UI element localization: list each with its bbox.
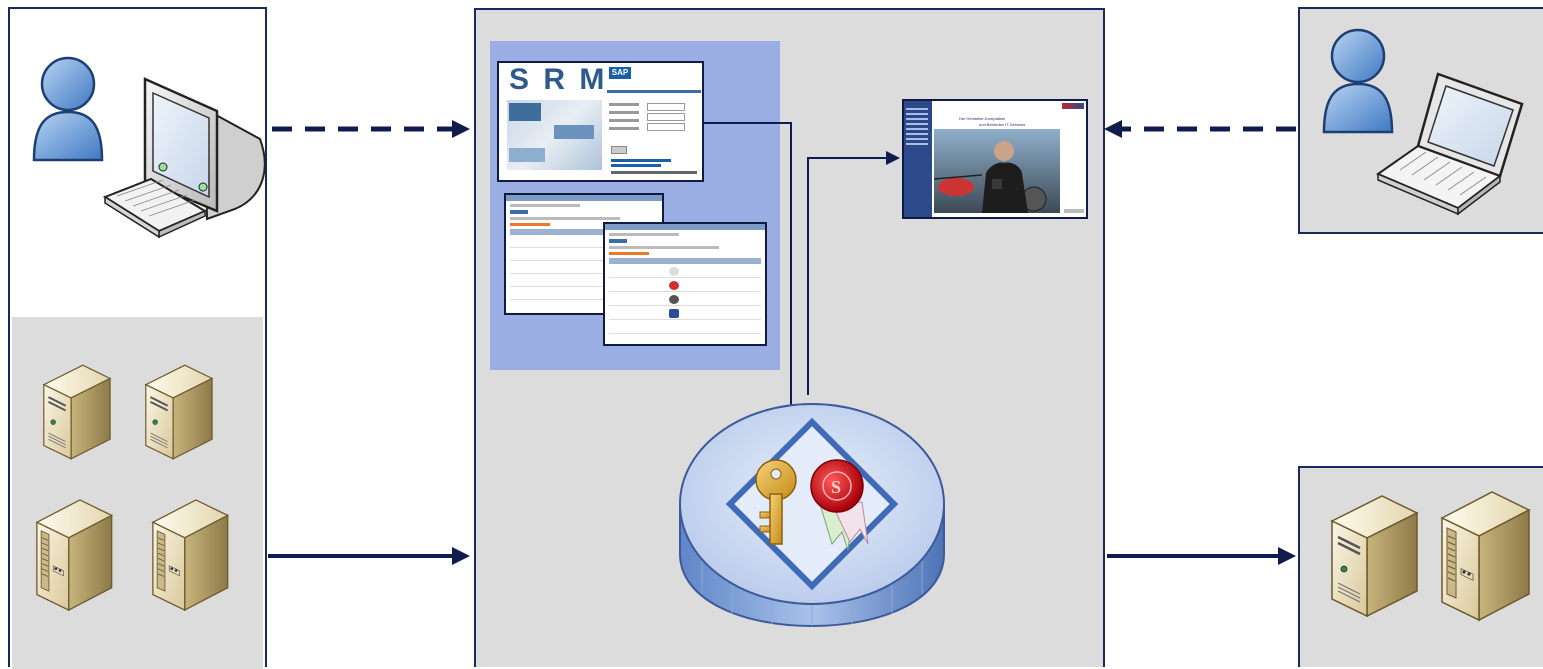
srm-list-screen[interactable] [603,222,767,346]
left-server-zone [12,317,263,669]
arrow-solid-left-servers [268,547,470,565]
security-hub: S [679,403,945,628]
srm-login-screen[interactable]: S R M SAP [497,61,704,182]
catalog-headline: Der Hersteller-Kompatibel [959,116,1006,121]
key-icon [755,459,797,545]
svg-text:S: S [831,477,841,497]
right-top-panel [1298,7,1543,234]
catalog-subheadline: und Behörden IT-Services [979,122,1026,127]
catalog-screen[interactable]: Der Hersteller-Kompatibel und Behörden I… [902,99,1088,219]
arrow-solid-right-servers [1107,547,1296,565]
internal-connectors [704,122,900,410]
sap-badge: SAP [609,67,631,79]
pilot-photo [934,129,1060,213]
left-panel [8,7,267,669]
wax-seal-icon: S [810,459,869,551]
laptop-icon [1375,72,1524,216]
srm-logo: S R M [509,63,608,96]
right-bottom-panel [1298,466,1543,667]
center-panel: S R M SAP [474,8,1105,667]
desktop-computer-icon [102,77,266,239]
arrow-dashed-left-client [272,120,470,138]
srm-portal[interactable]: S R M SAP [490,41,780,370]
arrow-dashed-right-client [1104,120,1296,138]
